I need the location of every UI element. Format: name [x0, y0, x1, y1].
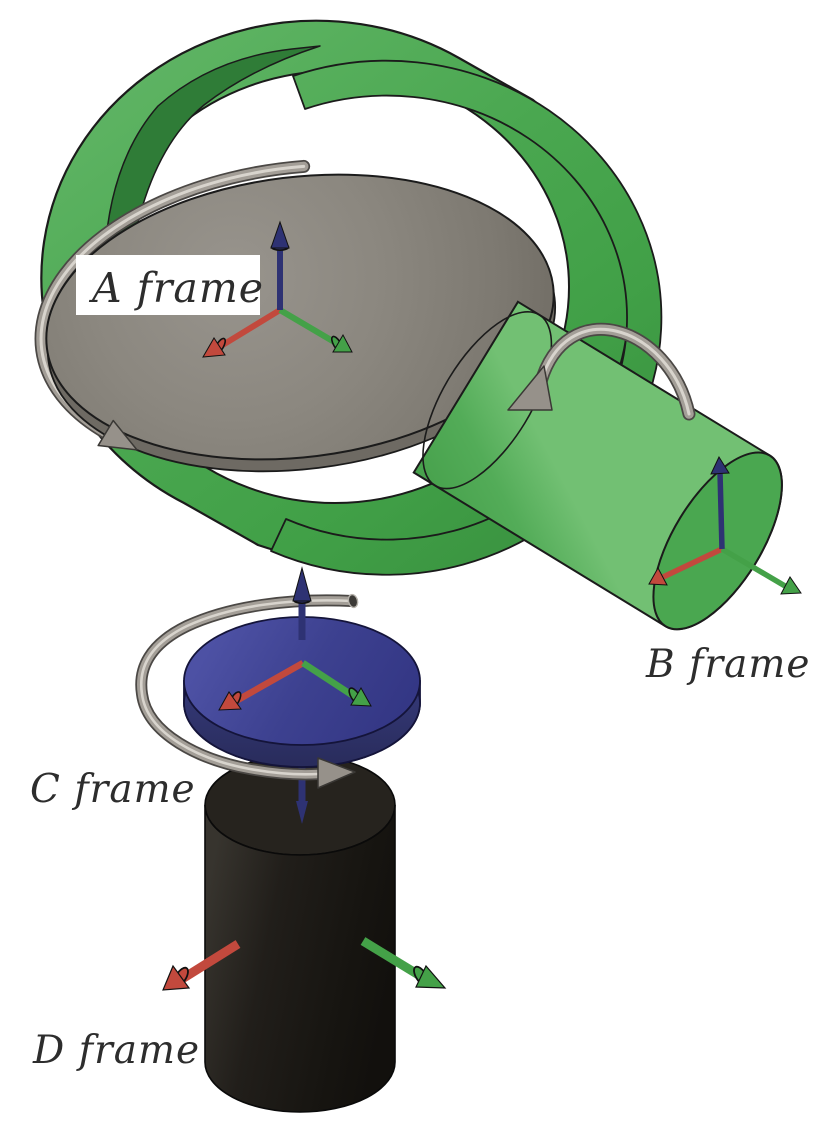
platform-disc-top: [45, 173, 555, 461]
c-axis-y-green: [301, 660, 357, 700]
b-axis-y-arrowhead: [780, 576, 802, 595]
c-rotation-tube-open-end: [347, 593, 359, 609]
c-axis-y-arrowhead: [350, 686, 372, 707]
b-axis-z-arrowhead: [710, 455, 730, 475]
a-axis-x-arrowhead: [202, 337, 226, 358]
b-axis-z-blue: [717, 471, 725, 550]
d-axis-x-red: [179, 940, 241, 983]
b-axis-x-arrowhead: [648, 566, 668, 586]
b-rotation-arrowhead: [507, 365, 553, 411]
d-frame-label: D frame: [32, 1028, 200, 1073]
gimbal-ring-inner-surface: [103, 45, 321, 293]
d-axis-y-arrowhead: [415, 964, 447, 989]
a-rotation-arrowhead: [97, 419, 138, 451]
c-rotation-arrow-icon: [135, 593, 359, 789]
c-rotation-tube-highlight: [139, 599, 354, 776]
b-rotation-arrow-icon: [507, 323, 696, 421]
d-axis-x-arrowhead: [162, 964, 191, 991]
a-frame-label: A frame: [88, 264, 264, 312]
b-axes-triad-icon: [648, 455, 802, 595]
c-spin-axis-arrow-top: [292, 566, 312, 640]
c-spin-arrowhead: [292, 566, 312, 602]
c-spin-shaft-bottom-tip: [296, 801, 308, 824]
b-axis-y-green: [720, 546, 787, 589]
a-frame-label-box: [76, 255, 260, 315]
base-cylinder-body: [204, 804, 396, 1113]
c-axes-triad-icon: [218, 660, 372, 711]
a-axis-y-arrowhead: [332, 333, 353, 353]
a-axis-y-green: [278, 307, 338, 346]
d-axes-icon: [162, 937, 447, 991]
drive-cylinder-left-rim: [422, 311, 553, 490]
a-axes-triad-icon: [202, 220, 353, 358]
c-frame-label: C frame: [30, 767, 196, 812]
drive-cylinder-end-cap: [652, 451, 783, 631]
a-rotation-arrowhead-icon: [97, 419, 138, 451]
c-axis-x-arrowhead: [218, 691, 242, 711]
b-frame-label: B frame: [645, 642, 810, 687]
a-frame-label-group: A frame: [76, 255, 264, 315]
a-axis-x-red: [219, 307, 282, 349]
c-axis-x-red: [234, 660, 305, 704]
c-rotation-arrowhead: [317, 757, 356, 789]
a-axis-z-arrowhead: [270, 220, 290, 249]
b-rotation-tube-highlight: [538, 328, 691, 416]
d-axis-y-green: [360, 937, 425, 981]
gimbal-ring-front-band: [270, 59, 663, 576]
b-axis-x-red: [659, 546, 724, 581]
platform-disc: [45, 173, 557, 473]
